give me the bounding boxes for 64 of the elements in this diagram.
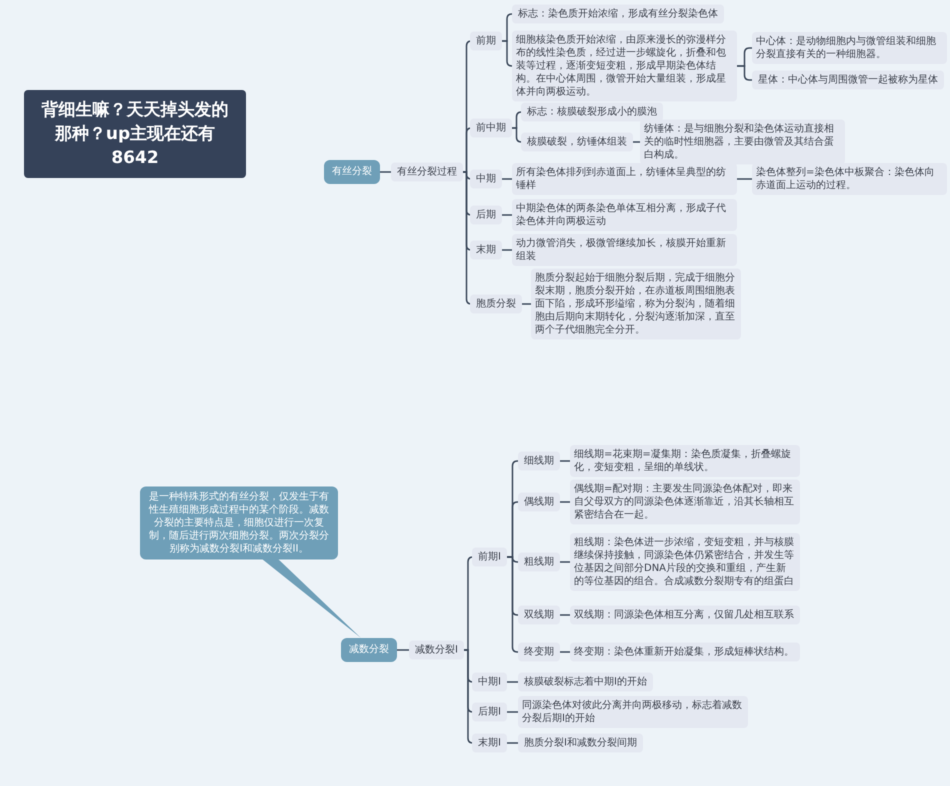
connector-line bbox=[506, 742, 518, 744]
connector-line bbox=[560, 501, 570, 503]
topic-box: 有丝分裂 bbox=[324, 160, 380, 184]
subtopic-box: 减数分裂I bbox=[409, 640, 464, 660]
connector-line bbox=[463, 127, 472, 173]
note-box: 中期染色体的两条染色单体互相分离，形成子代染色体并向两极运动 bbox=[512, 199, 737, 231]
subtopic-box: 星体：中心体与周围微管一起被称为星体 bbox=[752, 70, 944, 90]
note-box: 偶线期=配对期：主要发生同源染色体配对，即来自父母双方的同源染色体逐渐靠近，沿其长轴相互紧密结合在一起。 bbox=[570, 480, 800, 524]
note-box: 细线期=花束期=凝集期：染色质凝集，折叠螺旋化，变短变粗，呈细的单线状。 bbox=[570, 445, 800, 477]
subtopic-box: 细线期 bbox=[518, 452, 560, 470]
subtopic-box: 胞质分裂I和减数分裂间期 bbox=[518, 734, 643, 752]
subtopic-box: 标志：核膜破裂形成小的膜泡 bbox=[521, 102, 663, 122]
connector-line bbox=[380, 171, 391, 173]
note-box: 染色体整列=染色体中板聚合：染色体向赤道面上运动的过程。 bbox=[752, 163, 947, 195]
subtopic-box: 胞质分裂 bbox=[470, 294, 522, 314]
subtopic-box: 偶线期 bbox=[518, 492, 560, 512]
subtopic-box: 中期I bbox=[472, 672, 507, 692]
subtopic-box: 后期I bbox=[472, 702, 507, 722]
callout-bubble: 是一种特殊形式的有丝分裂，仅发生于有性生殖细胞形成过程中的某个阶段。减数分裂的主要特点是，细胞仅进行一次复制，随后进行两次细胞分裂。两次分裂分别称为减数分裂I和减数分裂II。 bbox=[140, 486, 338, 560]
note-box: 纺锤体：是与细胞分裂和染色体运动直接相关的临时性细胞器，主要由微管及其结合蛋白构成。 bbox=[640, 120, 845, 164]
connector-line bbox=[502, 249, 512, 251]
subtopic-box: 前中期 bbox=[470, 118, 512, 138]
callout-pointer bbox=[262, 560, 361, 638]
connector-line bbox=[506, 681, 518, 683]
subtopic-box: 末期I bbox=[472, 734, 507, 752]
connector-line bbox=[522, 303, 531, 305]
note-box: 粗线期：染色体进一步浓缩，变短变粗，并与核膜继续保持接触，同源染色体仍紧密结合，并发生等位基因之间部分DNA片段的交换和重组，产生新的等位基因的组合。合成减数分裂期专有的组蛋白 bbox=[570, 533, 800, 591]
subtopic-box: 有丝分裂过程 bbox=[391, 162, 463, 182]
subtopic-box: 粗线期 bbox=[518, 552, 560, 572]
note-box: 动力微管消失，极微管继续加长，核膜开始重新组装 bbox=[512, 234, 737, 266]
connector-line bbox=[463, 171, 472, 305]
connector-line bbox=[560, 460, 570, 462]
subtopic-box: 末期 bbox=[470, 240, 502, 260]
note-box: 中心体：是动物细胞内与微管组装和细胞分裂直接有关的一种细胞器。 bbox=[752, 32, 947, 64]
subtopic-box: 后期 bbox=[470, 206, 502, 224]
note-box: 同源染色体对彼此分离并向两极移动，标志着减数分裂后期I的开始 bbox=[518, 696, 748, 728]
note-box: 细胞核染色质开始浓缩，由原来漫长的弥漫样分布的线性染色质，经过进一步螺旋化，折叠和包装等过程，逐渐变短变粗，形成早期染色体结构。在中心体周围，微管开始大量组装，形成星体并向两极运动。 bbox=[512, 30, 737, 102]
subtopic-box: 前期I bbox=[472, 548, 507, 566]
note-box: 终变期：染色体重新开始凝集，形成短棒状结构。 bbox=[570, 642, 800, 662]
subtopic-box: 中期 bbox=[470, 170, 502, 188]
connector-line bbox=[633, 141, 640, 143]
note-box: 胞质分裂起始于细胞分裂后期，完成于细胞分裂末期，胞质分裂开始，在赤道板周围细胞表面下陷，形成环形缢缩，称为分裂沟，随着细胞由后期向末期转化，分裂沟逐渐加深，直至两个子代细胞完全分开。 bbox=[531, 268, 741, 340]
connector-line bbox=[512, 127, 522, 143]
connector-line bbox=[560, 651, 570, 653]
note-box: 双线期：同源染色体相互分离，仅留几处相互联系 bbox=[570, 606, 800, 624]
connector-line bbox=[464, 649, 474, 744]
connector-line bbox=[737, 65, 752, 81]
note-box: 所有染色体排列到赤道面上，纺锤体呈典型的纺锤样 bbox=[512, 163, 737, 195]
connector-line bbox=[502, 40, 513, 67]
connector-line bbox=[560, 561, 570, 563]
subtopic-box: 双线期 bbox=[518, 606, 560, 624]
subtopic-box: 前期 bbox=[470, 32, 502, 50]
topic-box: 减数分裂 bbox=[341, 638, 397, 662]
connector-line bbox=[737, 178, 752, 180]
subtopic-box: 标志：染色质开始浓缩，形成有丝分裂染色体 bbox=[512, 4, 724, 24]
connector-line bbox=[397, 649, 409, 651]
connector-line bbox=[502, 214, 512, 216]
subtopic-box: 核膜破裂标志着中期I的开始 bbox=[518, 672, 653, 692]
subtopic-box: 核膜破裂，纺锤体组装 bbox=[521, 132, 633, 152]
connector-line bbox=[560, 614, 570, 616]
subtopic-box: 终变期 bbox=[518, 642, 560, 662]
connector-line bbox=[502, 178, 512, 180]
title-box: 背细生嘛？天天掉头发的那种？up主现在还有8642 bbox=[24, 90, 246, 178]
connector-line bbox=[506, 711, 518, 713]
